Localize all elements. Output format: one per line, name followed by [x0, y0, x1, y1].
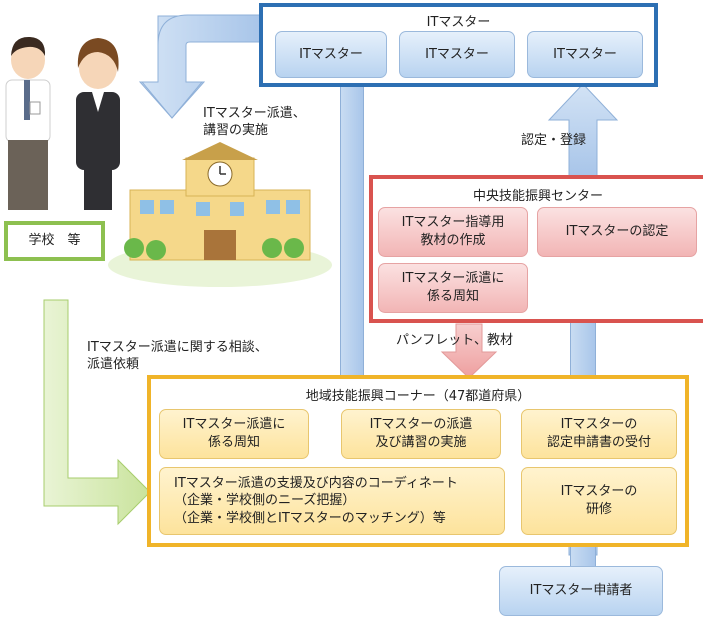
central-center-frame: 中央技能振興センター ITマスター指導用 教材の作成 ITマスターの認定 ITマ… [369, 175, 703, 323]
regional-coordinate-label: ITマスター派遣の支援及び内容のコーディネート （企業・学校側のニーズ把握） （… [174, 475, 458, 526]
it-master-cell-1: ITマスター [275, 31, 387, 78]
it-master-cell-2: ITマスター [399, 31, 515, 78]
central-certification: ITマスターの認定 [537, 207, 697, 257]
bar-regional-to-central [570, 322, 596, 378]
regional-training: ITマスターの 研修 [521, 467, 677, 535]
it-master-cell-label: ITマスター [553, 46, 617, 62]
arrow-pamphlet [440, 323, 498, 379]
it-master-cell-label: ITマスター [299, 46, 363, 62]
central-publicize-label: ITマスター派遣に 係る周知 [401, 271, 505, 304]
man-figure [5, 36, 51, 210]
woman-figure [76, 38, 120, 210]
central-certification-label: ITマスターの認定 [565, 224, 669, 240]
staff-illustration [5, 36, 120, 210]
applicant-box: ITマスター申請者 [499, 566, 663, 616]
regional-dispatch-label: ITマスターの派遣 及び講習の実施 [369, 417, 473, 450]
label-dispatch: ITマスター派遣、 講習の実施 [203, 106, 306, 138]
regional-dispatch: ITマスターの派遣 及び講習の実施 [341, 409, 501, 459]
applicant-label: ITマスター申請者 [529, 583, 633, 599]
central-publicize: ITマスター派遣に 係る周知 [378, 263, 528, 313]
label-consult: ITマスター派遣に関する相談、 派遣依頼 [87, 340, 268, 372]
regional-publicize-label: ITマスター派遣に 係る周知 [182, 417, 286, 450]
regional-application-label: ITマスターの 認定申請書の受付 [546, 417, 651, 450]
regional-coordinate: ITマスター派遣の支援及び内容のコーディネート （企業・学校側のニーズ把握） （… [159, 467, 505, 535]
school-label: 学校 等 [28, 233, 81, 249]
label-pamphlet: パンフレット、教材 [396, 333, 514, 348]
central-materials: ITマスター指導用 教材の作成 [378, 207, 528, 257]
bar-applicant-to-regional [570, 544, 596, 568]
school-illustration [108, 142, 332, 287]
regional-corner-title: 地域技能振興コーナー（47都道府県） [305, 389, 531, 404]
it-master-title: ITマスター [426, 15, 491, 30]
it-master-frame: ITマスター ITマスター ITマスター ITマスター [259, 3, 658, 87]
regional-publicize: ITマスター派遣に 係る周知 [159, 409, 309, 459]
label-certify: 認定・登録 [521, 133, 587, 148]
arrow-certify-up [547, 83, 619, 177]
it-master-cell-3: ITマスター [527, 31, 643, 78]
bar-dispatch-vertical [340, 76, 364, 378]
arrow-consult [43, 299, 151, 526]
it-master-cell-label: ITマスター [425, 46, 489, 62]
regional-training-label: ITマスターの 研修 [560, 484, 638, 517]
regional-application: ITマスターの 認定申請書の受付 [521, 409, 677, 459]
central-center-title: 中央技能振興センター [472, 189, 603, 204]
regional-corner-frame: 地域技能振興コーナー（47都道府県） ITマスター派遣に 係る周知 ITマスター… [147, 375, 689, 547]
school-box: 学校 等 [4, 221, 105, 261]
central-materials-label: ITマスター指導用 教材の作成 [401, 215, 505, 248]
